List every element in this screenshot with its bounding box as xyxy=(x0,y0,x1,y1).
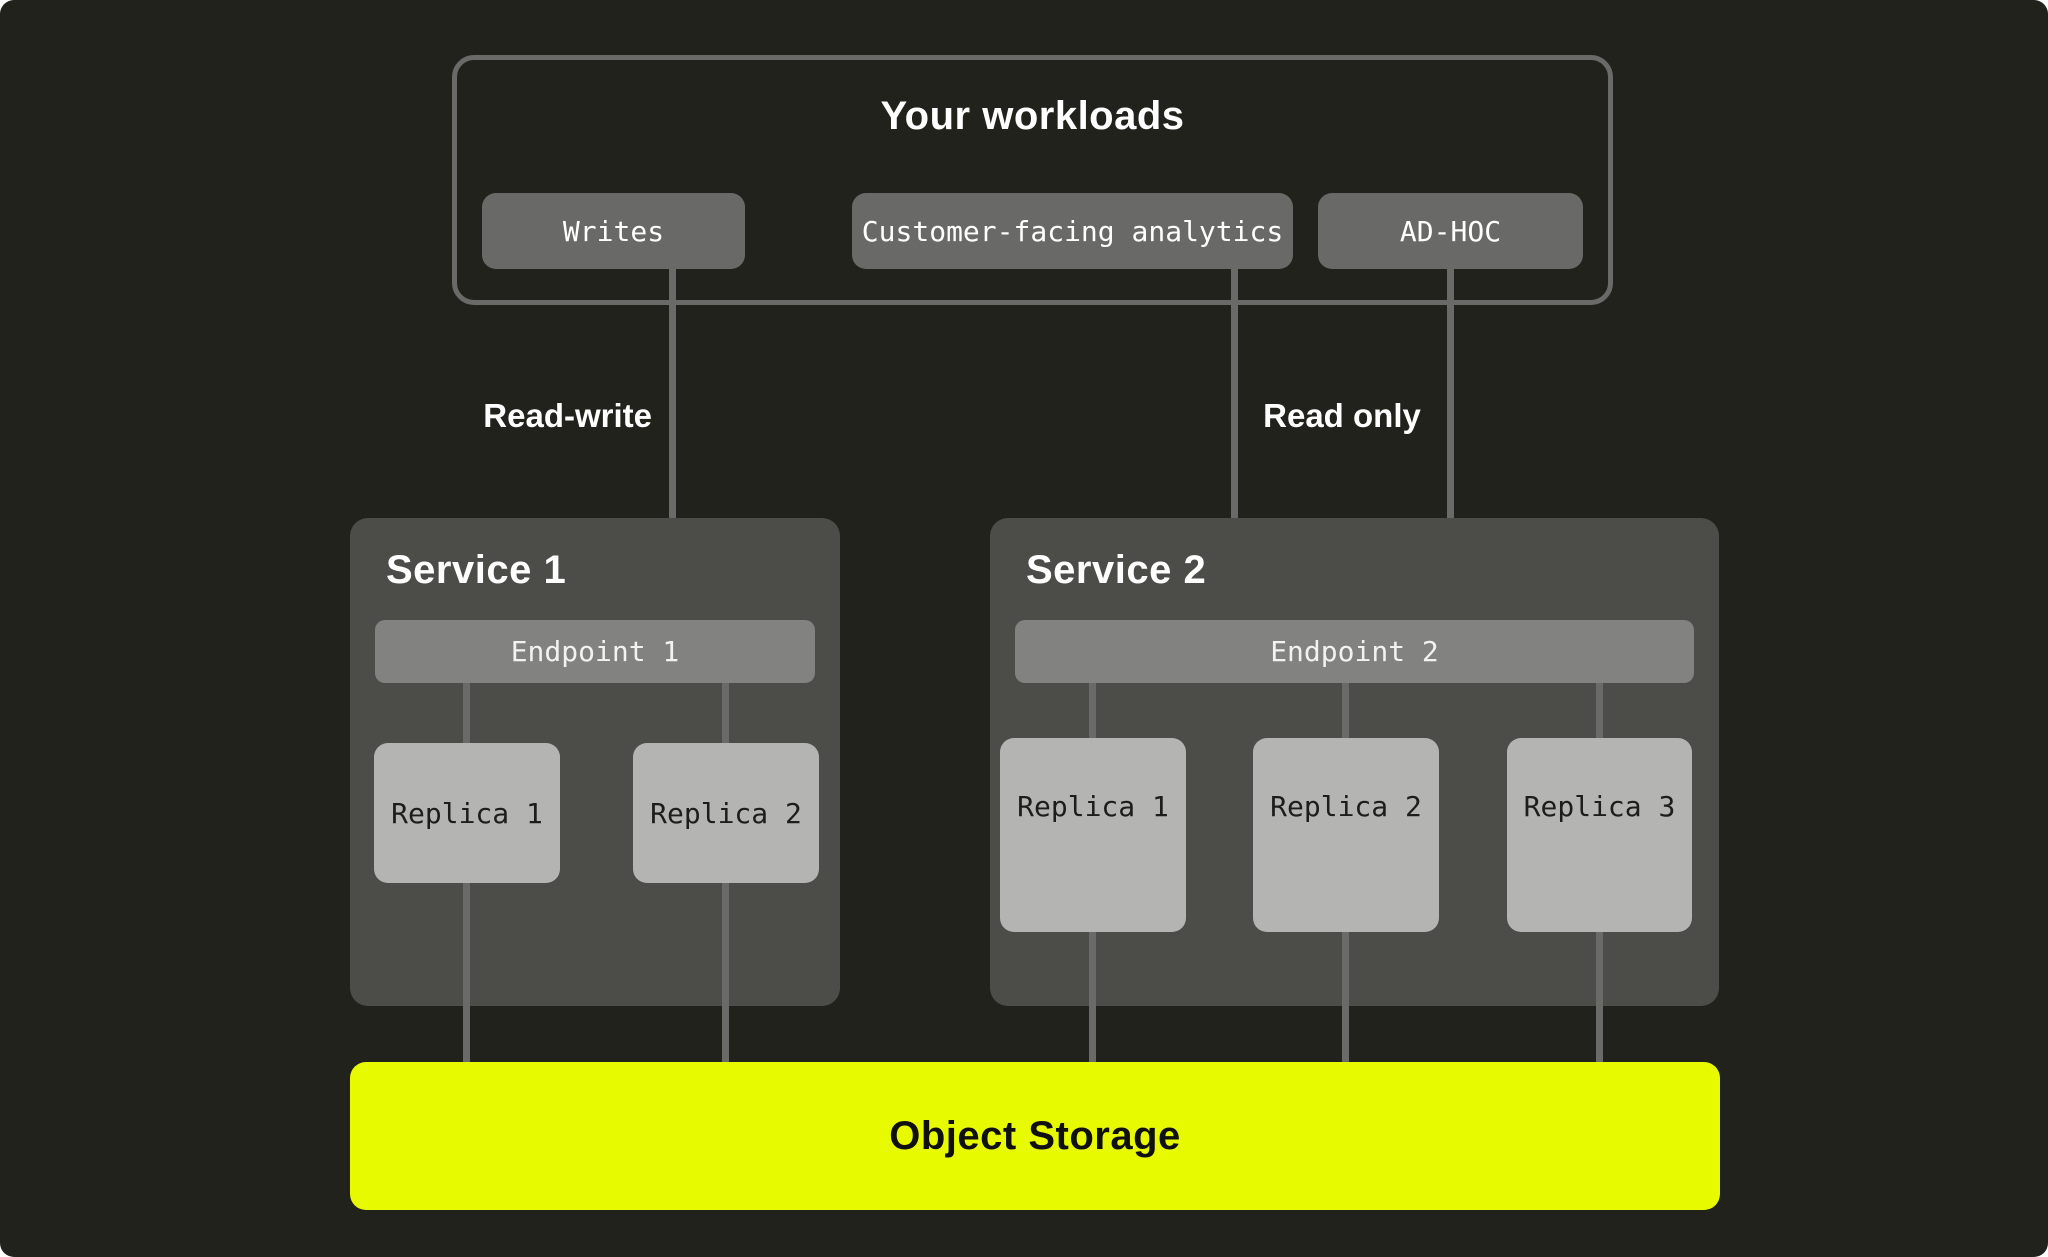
object-storage-bar: Object Storage xyxy=(350,1062,1720,1210)
service-2-replica-1: Replica 1 xyxy=(1000,738,1186,932)
service-2-replica-3: Replica 3 xyxy=(1507,738,1692,932)
service-1-replica-1: Replica 1 xyxy=(374,743,560,883)
workloads-group-box xyxy=(452,55,1613,305)
service-1-replica-2: Replica 2 xyxy=(633,743,819,883)
workloads-title: Your workloads xyxy=(880,94,1185,138)
connector-analytics-to-endpoint2 xyxy=(1231,269,1238,589)
connector-adhoc-to-endpoint2 xyxy=(1447,269,1454,589)
service-1-endpoint: Endpoint 1 xyxy=(375,620,815,683)
workload-pill-writes: Writes xyxy=(482,193,745,269)
workload-pill-analytics: Customer-facing analytics xyxy=(852,193,1293,269)
workload-pill-adhoc: AD-HOC xyxy=(1318,193,1583,269)
service-2-endpoint: Endpoint 2 xyxy=(1015,620,1694,683)
connector-writes-to-endpoint1 xyxy=(669,269,676,589)
read-write-label: Read-write xyxy=(483,397,652,434)
service-1-title: Service 1 xyxy=(386,548,567,592)
service-2-replica-2: Replica 2 xyxy=(1253,738,1439,932)
read-only-label: Read only xyxy=(1263,397,1421,434)
service-2-title: Service 2 xyxy=(1026,548,1207,592)
